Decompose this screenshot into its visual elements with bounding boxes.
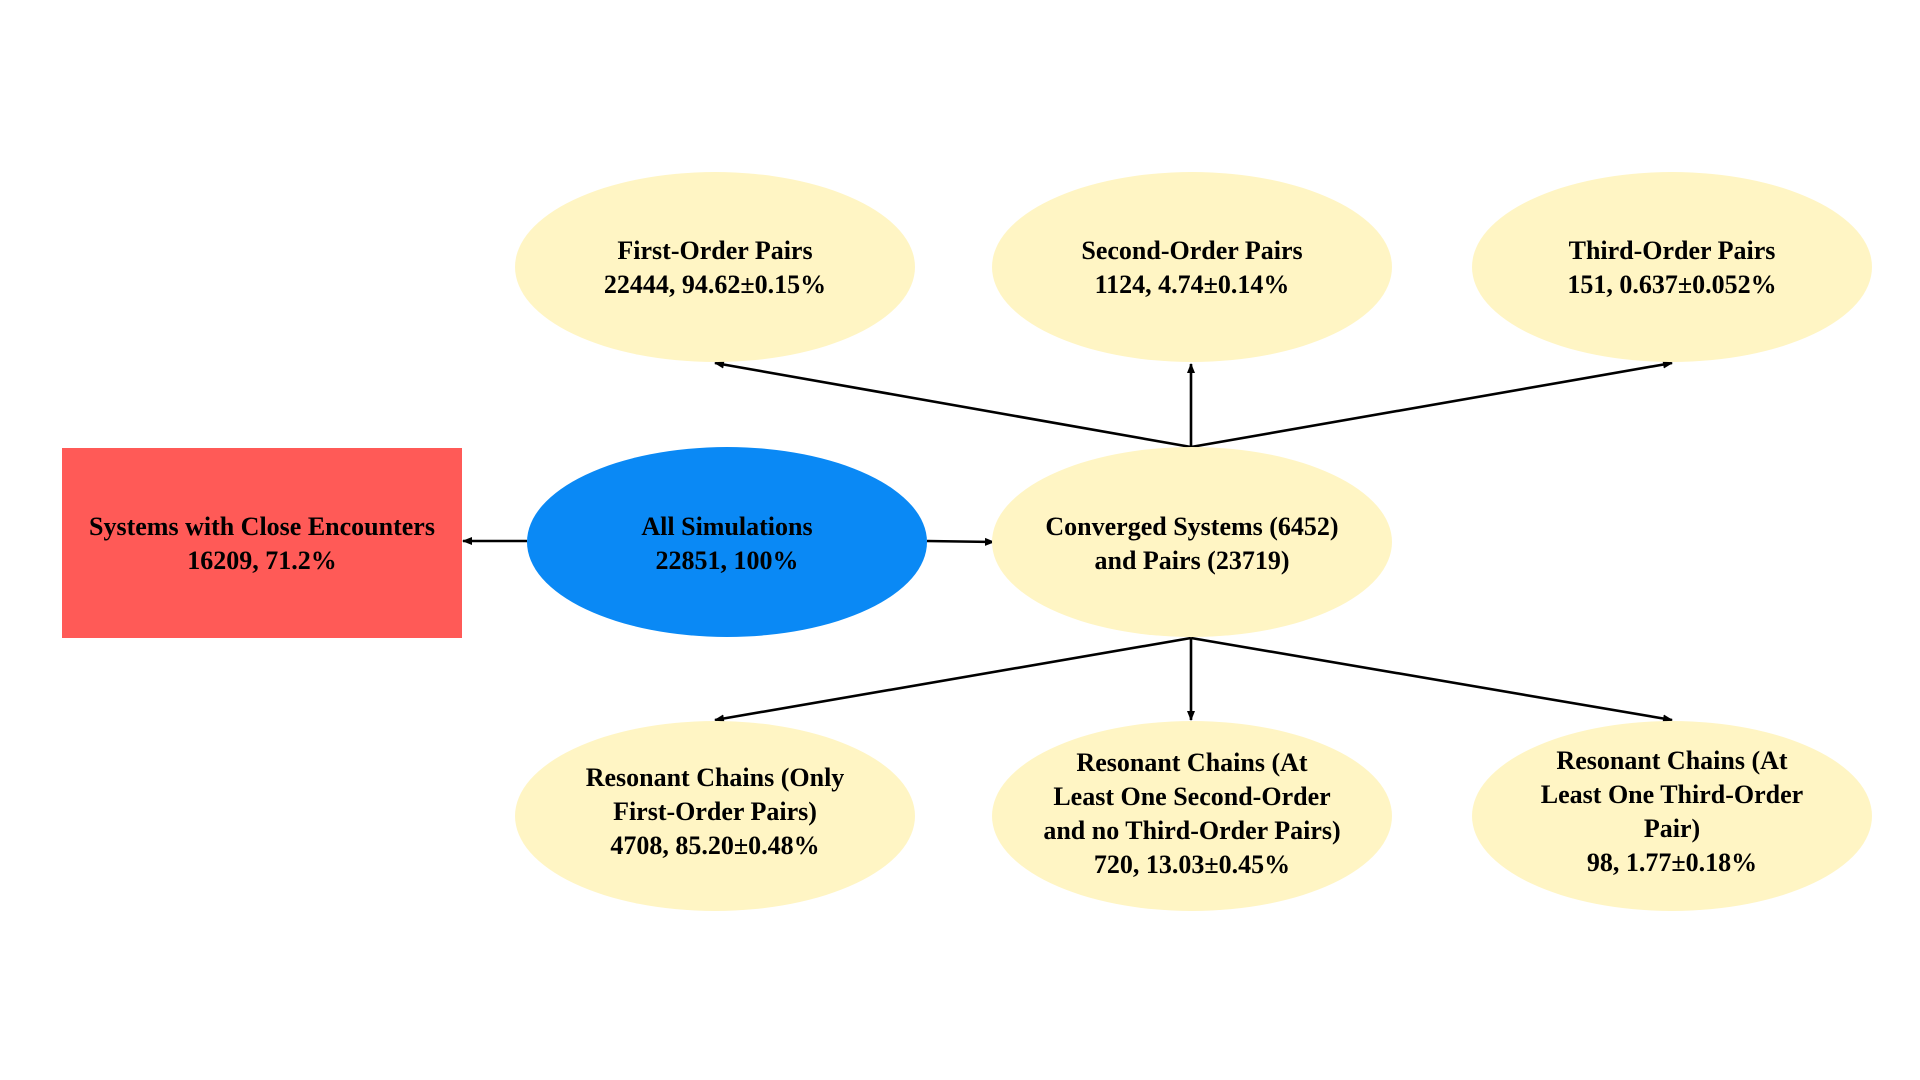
node-all-simulations: All Simulations 22851, 100% (527, 447, 927, 637)
chains-second-label-line: and no Third-Order Pairs) (1043, 816, 1340, 845)
chains-first-only-ellipse (515, 721, 915, 911)
edges (462, 360, 1673, 723)
second-order-pairs-ellipse (992, 172, 1392, 362)
chains-second-label-line: 720, 13.03±0.45% (1094, 850, 1290, 879)
chains-second-ellipse (992, 721, 1392, 911)
chains-third-label-line: Resonant Chains (At (1556, 746, 1787, 775)
node-second-order-pairs: Second-Order Pairs 1124, 4.74±0.14% (992, 172, 1392, 362)
edge-converged-to-chains-third (1190, 636, 1673, 723)
node-first-order-pairs: First-Order Pairs 22444, 94.62±0.15% (515, 172, 915, 362)
close-encounters-label-line: 16209, 71.2% (187, 546, 337, 575)
edge-converged-to-third-order-pairs (1190, 360, 1673, 449)
third-order-pairs-label-line: Third-Order Pairs (1569, 236, 1776, 265)
third-order-pairs-ellipse (1472, 172, 1872, 362)
converged-label-line: and Pairs (23719) (1095, 546, 1290, 575)
chains-second-label-line: Least One Second-Order (1053, 782, 1330, 811)
close-encounters-box (62, 448, 462, 638)
chains-third-label-line: Least One Third-Order (1541, 780, 1803, 809)
chains-first-only-label-line: Resonant Chains (Only (586, 763, 845, 792)
node-close-encounters: Systems with Close Encounters 16209, 71.2… (62, 448, 462, 638)
node-converged: Converged Systems (6452) and Pairs (23719… (992, 447, 1392, 637)
converged-ellipse (992, 447, 1392, 637)
edge-converged-to-first-order-pairs (714, 360, 1192, 449)
all-simulations-label-line: 22851, 100% (656, 546, 799, 575)
first-order-pairs-label-line: 22444, 94.62±0.15% (604, 270, 826, 299)
chains-third-label-line: Pair) (1644, 814, 1700, 843)
second-order-pairs-label-line: Second-Order Pairs (1081, 236, 1302, 265)
converged-label-line: Converged Systems (6452) (1045, 512, 1338, 541)
second-order-pairs-label-line: 1124, 4.74±0.14% (1095, 270, 1290, 299)
first-order-pairs-ellipse (515, 172, 915, 362)
all-simulations-label-line: All Simulations (641, 512, 812, 541)
chains-second-label-line: Resonant Chains (At (1076, 748, 1307, 777)
chains-third-ellipse (1472, 721, 1872, 911)
third-order-pairs-label-line: 151, 0.637±0.052% (1567, 270, 1776, 299)
close-encounters-label-line: Systems with Close Encounters (89, 512, 435, 541)
edge-all-to-converged (926, 537, 995, 546)
edge-converged-to-chains-first-only (714, 636, 1192, 723)
node-third-order-pairs: Third-Order Pairs 151, 0.637±0.052% (1472, 172, 1872, 362)
all-simulations-ellipse (527, 447, 927, 637)
svg-text:Converged Systems (6452)and Pa: Converged Systems (6452) and Pairs (23719… (1045, 512, 1338, 575)
first-order-pairs-label-line: First-Order Pairs (617, 236, 812, 265)
chains-third-label-line: 98, 1.77±0.18% (1587, 848, 1757, 877)
chains-first-only-label-line: 4708, 85.20±0.48% (610, 831, 819, 860)
chains-first-only-label-line: First-Order Pairs) (613, 797, 817, 826)
